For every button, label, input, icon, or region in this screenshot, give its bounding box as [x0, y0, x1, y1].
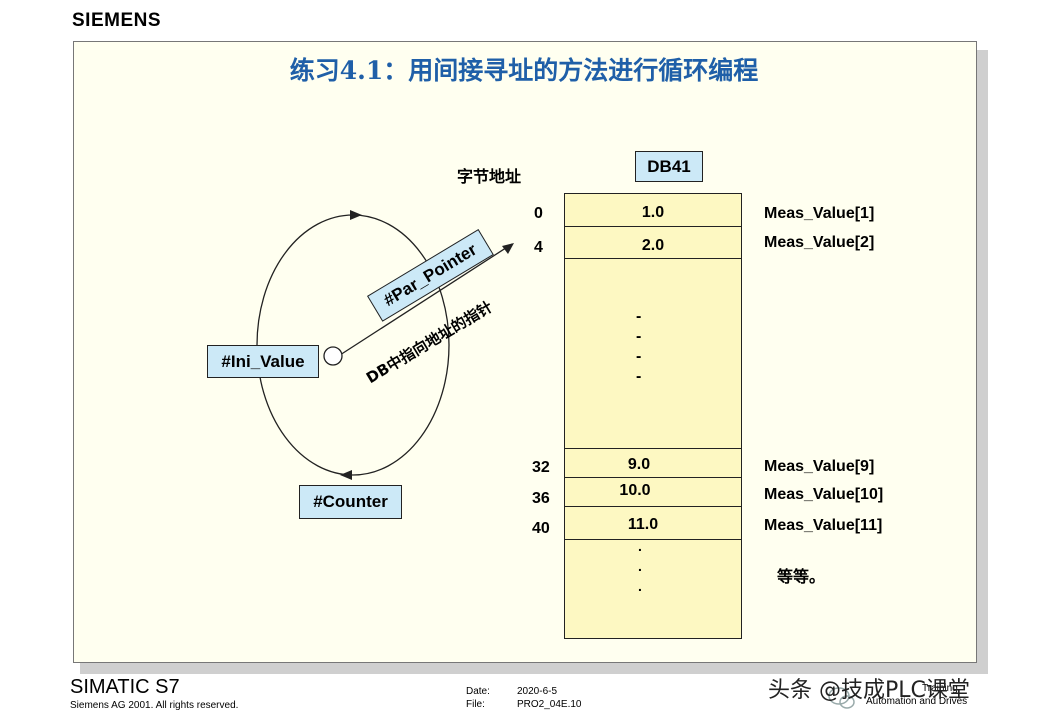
db-value: 2.0 [641, 237, 665, 254]
counter-box: #Counter [299, 485, 402, 519]
byte-address-header: 字节地址 [457, 167, 522, 186]
footer-division: Automation and Drives [866, 696, 968, 707]
db-value: 10.0 [619, 482, 651, 499]
ellipsis-dash: - [636, 308, 642, 325]
etc-label: 等等。 [777, 567, 826, 586]
footer-file-label: File: [466, 699, 485, 710]
meas-value-label: Meas_Value[9] [764, 458, 875, 475]
ellipsis-dot: . [638, 578, 642, 594]
footer-file-value: PRO2_04E.10 [517, 699, 582, 710]
footer-copyright: Siemens AG 2001. All rights reserved. [70, 700, 239, 711]
db-name-box: DB41 [635, 151, 703, 182]
db-value: 11.0 [627, 516, 659, 533]
byte-address: 40 [532, 520, 550, 537]
data-block-column [564, 193, 742, 639]
row-divider [564, 506, 742, 507]
slide-title: 练习4.1：用间接寻址的方法进行循环编程 [289, 56, 759, 85]
footer-training: Training [922, 683, 958, 694]
byte-address: 36 [532, 490, 550, 507]
meas-value-label: Meas_Value[10] [764, 486, 884, 503]
watermark-text: 头条 @技成PLC课堂 [768, 678, 970, 703]
ellipsis-dot: . [638, 558, 642, 574]
pointer-arrow-line [339, 243, 513, 356]
siemens-logo: SIEMENS [72, 10, 162, 31]
row-divider [564, 258, 742, 259]
row-divider [564, 539, 742, 540]
pointer-arrowhead [502, 243, 514, 254]
row-divider [564, 448, 742, 449]
ellipsis-dot: . [638, 538, 642, 554]
pointer-origin-circle [323, 346, 343, 366]
meas-value-label: Meas_Value[1] [764, 205, 875, 222]
footer-product: SIMATIC S7 [70, 676, 180, 698]
ellipsis-dash: - [636, 368, 642, 385]
db-value: 1.0 [641, 204, 665, 221]
footer-date-value: 2020-6-5 [517, 686, 558, 697]
row-divider [564, 477, 742, 478]
footer-date-label: Date: [466, 686, 490, 697]
row-divider [564, 226, 742, 227]
wechat-icon [828, 687, 855, 709]
ellipsis-dash: - [636, 328, 642, 345]
db-value: 9.0 [627, 456, 651, 473]
byte-address: 0 [534, 205, 543, 222]
meas-value-label: Meas_Value[2] [764, 234, 875, 251]
loop-arrow-top [350, 210, 362, 220]
byte-address: 32 [532, 459, 550, 476]
byte-address: 4 [534, 239, 543, 256]
meas-value-label: Meas_Value[11] [764, 517, 883, 534]
loop-arrow-bottom [340, 470, 352, 480]
ini-value-box: #Ini_Value [207, 345, 319, 378]
ellipsis-dash: - [636, 348, 642, 365]
